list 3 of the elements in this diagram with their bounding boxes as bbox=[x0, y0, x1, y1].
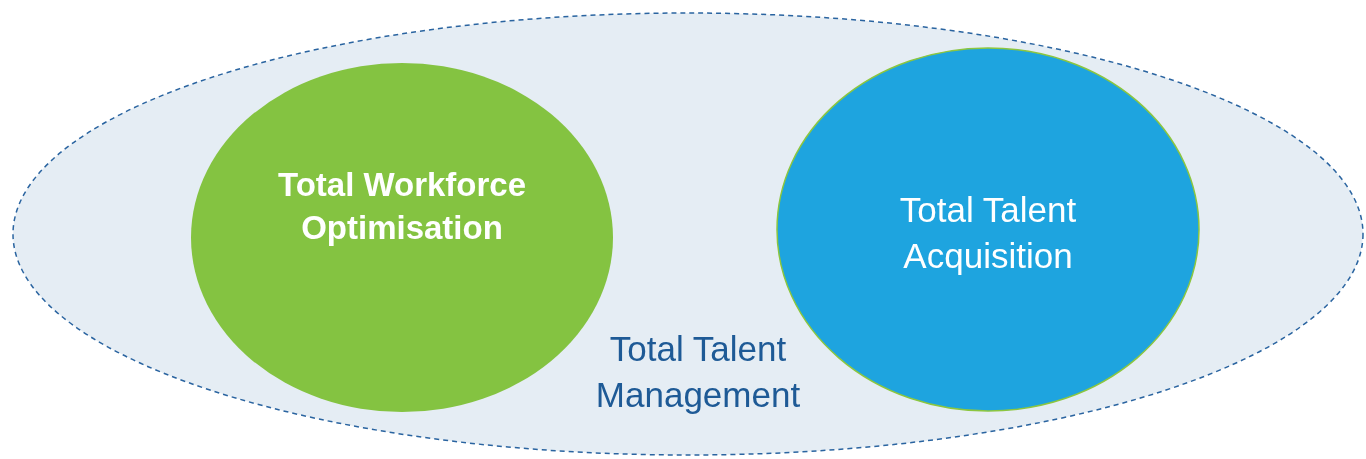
circle-label: Total Workforce Optimisation bbox=[276, 165, 528, 248]
ellipse-label: Total Talent Management bbox=[594, 328, 802, 416]
circle-label: Total Talent Acquisition bbox=[898, 189, 1078, 277]
